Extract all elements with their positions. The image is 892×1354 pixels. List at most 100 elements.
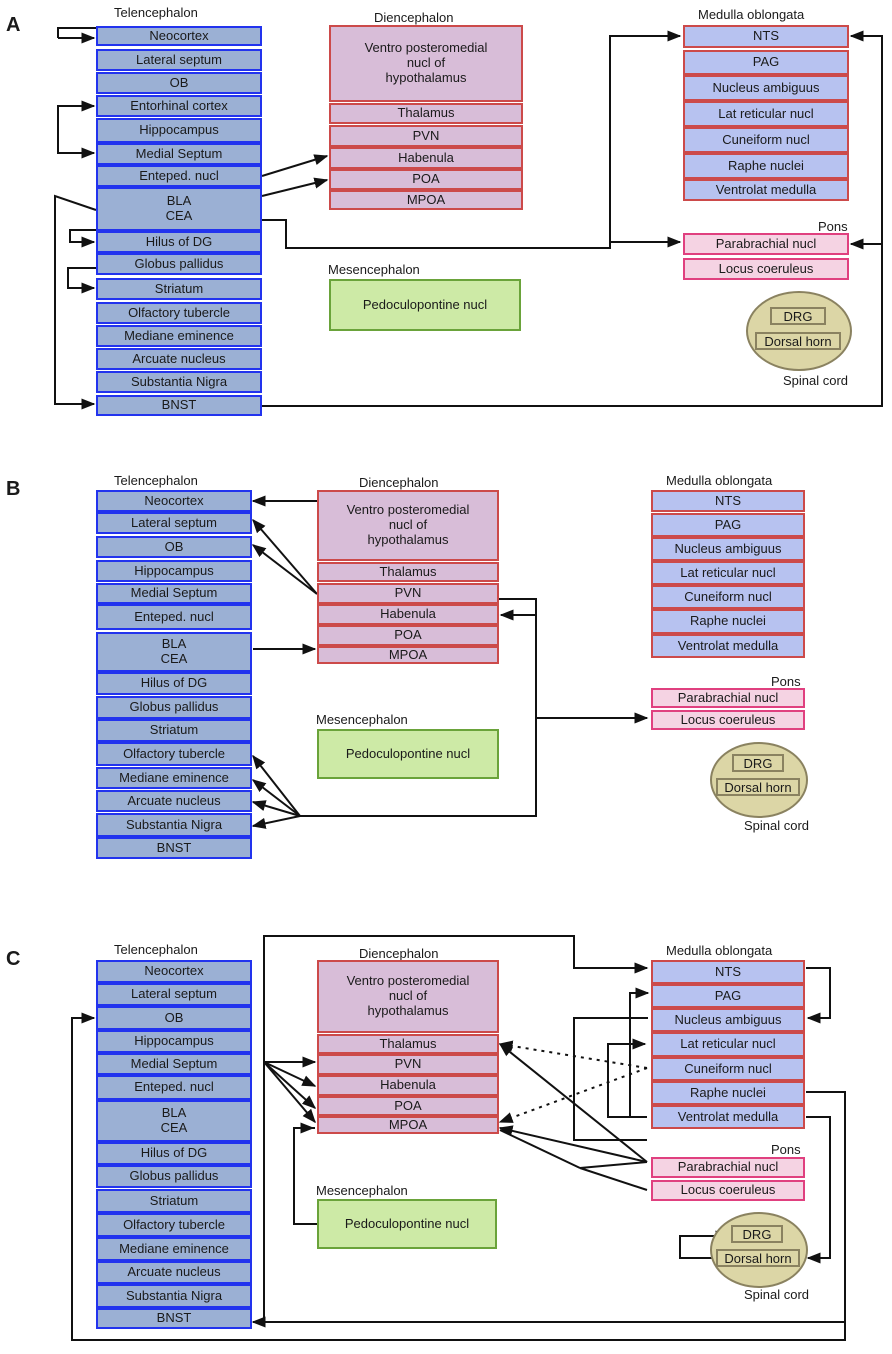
pons-item-parabrachial-nucl: Parabrachial nucl xyxy=(651,1157,805,1178)
spinal-cord-title: Spinal cord xyxy=(783,373,849,388)
diencephalon-title: Diencephalon xyxy=(359,946,439,961)
mesencephalon-item-pedoculopontine-nucl: Pedoculopontine nucl xyxy=(317,729,499,779)
telencephalon-item-lateral-septum: Lateral septum xyxy=(96,983,252,1006)
telencephalon-title: Telencephalon xyxy=(114,942,198,957)
medulla-item-raphe-nuclei: Raphe nuclei xyxy=(651,1081,805,1105)
diencephalon-item-pvn: PVN xyxy=(317,583,499,604)
diencephalon-item-habenula: Habenula xyxy=(329,147,523,169)
mesencephalon-title: Mesencephalon xyxy=(328,262,420,277)
mesencephalon-item-pedoculopontine-nucl: Pedoculopontine nucl xyxy=(329,279,521,331)
diencephalon-item-poa: POA xyxy=(317,625,499,646)
telencephalon-item-arcuate-nucleus: Arcuate nucleus xyxy=(96,1261,252,1284)
medulla-item-nts: NTS xyxy=(651,960,805,984)
telencephalon-title: Telencephalon xyxy=(114,473,198,488)
telencephalon-item-ob: OB xyxy=(96,536,252,558)
panel-label: B xyxy=(6,478,21,500)
telencephalon-item-bnst: BNST xyxy=(96,395,262,416)
telencephalon-item-lateral-septum: Lateral septum xyxy=(96,49,262,71)
telencephalon-item-enteped-nucl: Enteped. nucl xyxy=(96,604,252,630)
telencephalon-item-bnst: BNST xyxy=(96,837,252,859)
medulla-item-nts: NTS xyxy=(683,25,849,48)
medulla-title: Medulla oblongata xyxy=(666,943,773,958)
spinal-item-drg: DRG xyxy=(770,307,826,325)
diencephalon-item-poa: POA xyxy=(317,1096,499,1116)
diencephalon-item-mpoa: MPOA xyxy=(329,190,523,210)
spinal-cord-title: Spinal cord xyxy=(744,818,810,833)
medulla-item-cuneiform-nucl: Cuneiform nucl xyxy=(683,127,849,153)
medulla-title: Medulla oblongata xyxy=(698,7,805,22)
spinal-item-drg: DRG xyxy=(731,1225,783,1243)
panel-label: A xyxy=(6,14,21,36)
medulla-item-ventrolat-medulla: Ventrolat medulla xyxy=(651,1105,805,1129)
telencephalon-item-globus-pallidus: Globus pallidus xyxy=(96,1165,252,1188)
telencephalon-item-bla-cea: BLA CEA xyxy=(96,187,262,231)
telencephalon-item-medial-septum: Medial Septum xyxy=(96,1053,252,1075)
spinal-item-dorsal-horn: Dorsal horn xyxy=(755,332,841,350)
spinal-item-dorsal-horn: Dorsal horn xyxy=(716,1249,800,1267)
diencephalon-item-mpoa: MPOA xyxy=(317,646,499,664)
medulla-item-cuneiform-nucl: Cuneiform nucl xyxy=(651,1057,805,1081)
telencephalon-item-lateral-septum: Lateral septum xyxy=(96,512,252,534)
medulla-item-pag: PAG xyxy=(683,50,849,75)
telencephalon-item-arcuate-nucleus: Arcuate nucleus xyxy=(96,790,252,812)
diencephalon-item-thalamus: Thalamus xyxy=(317,562,499,582)
diencephalon-item-ventro-posteromedial-nucl-of-hypothalamus: Ventro posteromedial nucl of hypothalamu… xyxy=(329,25,523,102)
telencephalon-item-globus-pallidus: Globus pallidus xyxy=(96,253,262,275)
telencephalon-item-olfactory-tubercle: Olfactory tubercle xyxy=(96,742,252,766)
diencephalon-item-habenula: Habenula xyxy=(317,1075,499,1096)
telencephalon-item-striatum: Striatum xyxy=(96,1189,252,1213)
medulla-item-pag: PAG xyxy=(651,513,805,537)
pons-title: Pons xyxy=(818,219,848,234)
medulla-item-ventrolat-medulla: Ventrolat medulla xyxy=(683,179,849,201)
medulla-item-lat-reticular-nucl: Lat reticular nucl xyxy=(651,561,805,585)
diencephalon-item-habenula: Habenula xyxy=(317,604,499,625)
medulla-item-nucleus-ambiguus: Nucleus ambiguus xyxy=(651,1008,805,1032)
telencephalon-item-hippocampus: Hippocampus xyxy=(96,118,262,143)
diencephalon-item-poa: POA xyxy=(329,169,523,190)
telencephalon-item-entorhinal-cortex: Entorhinal cortex xyxy=(96,95,262,117)
telencephalon-item-neocortex: Neocortex xyxy=(96,490,252,512)
telencephalon-item-enteped-nucl: Enteped. nucl xyxy=(96,165,262,187)
telencephalon-item-striatum: Striatum xyxy=(96,278,262,300)
medulla-item-nucleus-ambiguus: Nucleus ambiguus xyxy=(651,537,805,561)
medulla-item-nts: NTS xyxy=(651,490,805,512)
telencephalon-item-bnst: BNST xyxy=(96,1308,252,1329)
spinal-item-dorsal-horn: Dorsal horn xyxy=(716,778,800,796)
medulla-item-ventrolat-medulla: Ventrolat medulla xyxy=(651,634,805,658)
telencephalon-title: Telencephalon xyxy=(114,5,198,20)
diencephalon-item-thalamus: Thalamus xyxy=(317,1034,499,1054)
pons-item-locus-coeruleus: Locus coeruleus xyxy=(651,1180,805,1201)
medulla-item-lat-reticular-nucl: Lat reticular nucl xyxy=(651,1032,805,1057)
telencephalon-item-hilus-of-dg: Hilus of DG xyxy=(96,1142,252,1165)
telencephalon-item-globus-pallidus: Globus pallidus xyxy=(96,696,252,719)
telencephalon-item-mediane-eminence: Mediane eminence xyxy=(96,1237,252,1261)
telencephalon-item-enteped-nucl: Enteped. nucl xyxy=(96,1075,252,1100)
diencephalon-item-thalamus: Thalamus xyxy=(329,103,523,124)
telencephalon-item-olfactory-tubercle: Olfactory tubercle xyxy=(96,1213,252,1237)
medulla-title: Medulla oblongata xyxy=(666,473,773,488)
telencephalon-item-substantia-nigra: Substantia Nigra xyxy=(96,371,262,393)
diencephalon-title: Diencephalon xyxy=(374,10,454,25)
medulla-item-pag: PAG xyxy=(651,984,805,1008)
mesencephalon-item-pedoculopontine-nucl: Pedoculopontine nucl xyxy=(317,1199,497,1249)
mesencephalon-title: Mesencephalon xyxy=(316,1183,408,1198)
pons-item-parabrachial-nucl: Parabrachial nucl xyxy=(651,688,805,708)
pons-item-locus-coeruleus: Locus coeruleus xyxy=(683,258,849,280)
telencephalon-item-bla-cea: BLA CEA xyxy=(96,1100,252,1142)
telencephalon-item-hippocampus: Hippocampus xyxy=(96,560,252,582)
telencephalon-item-ob: OB xyxy=(96,72,262,94)
telencephalon-item-substantia-nigra: Substantia Nigra xyxy=(96,813,252,837)
spinal-cord-oval xyxy=(746,291,852,371)
telencephalon-item-neocortex: Neocortex xyxy=(96,26,262,46)
telencephalon-item-mediane-eminence: Mediane eminence xyxy=(96,767,252,789)
spinal-item-drg: DRG xyxy=(732,754,784,772)
diencephalon-title: Diencephalon xyxy=(359,475,439,490)
spinal-cord-title: Spinal cord xyxy=(744,1287,810,1302)
telencephalon-item-medial-septum: Medial Septum xyxy=(96,583,252,604)
telencephalon-item-mediane-eminence: Mediane eminence xyxy=(96,325,262,347)
telencephalon-item-arcuate-nucleus: Arcuate nucleus xyxy=(96,348,262,370)
telencephalon-item-hippocampus: Hippocampus xyxy=(96,1030,252,1053)
pons-item-parabrachial-nucl: Parabrachial nucl xyxy=(683,233,849,255)
medulla-item-cuneiform-nucl: Cuneiform nucl xyxy=(651,585,805,609)
telencephalon-item-hilus-of-dg: Hilus of DG xyxy=(96,231,262,253)
